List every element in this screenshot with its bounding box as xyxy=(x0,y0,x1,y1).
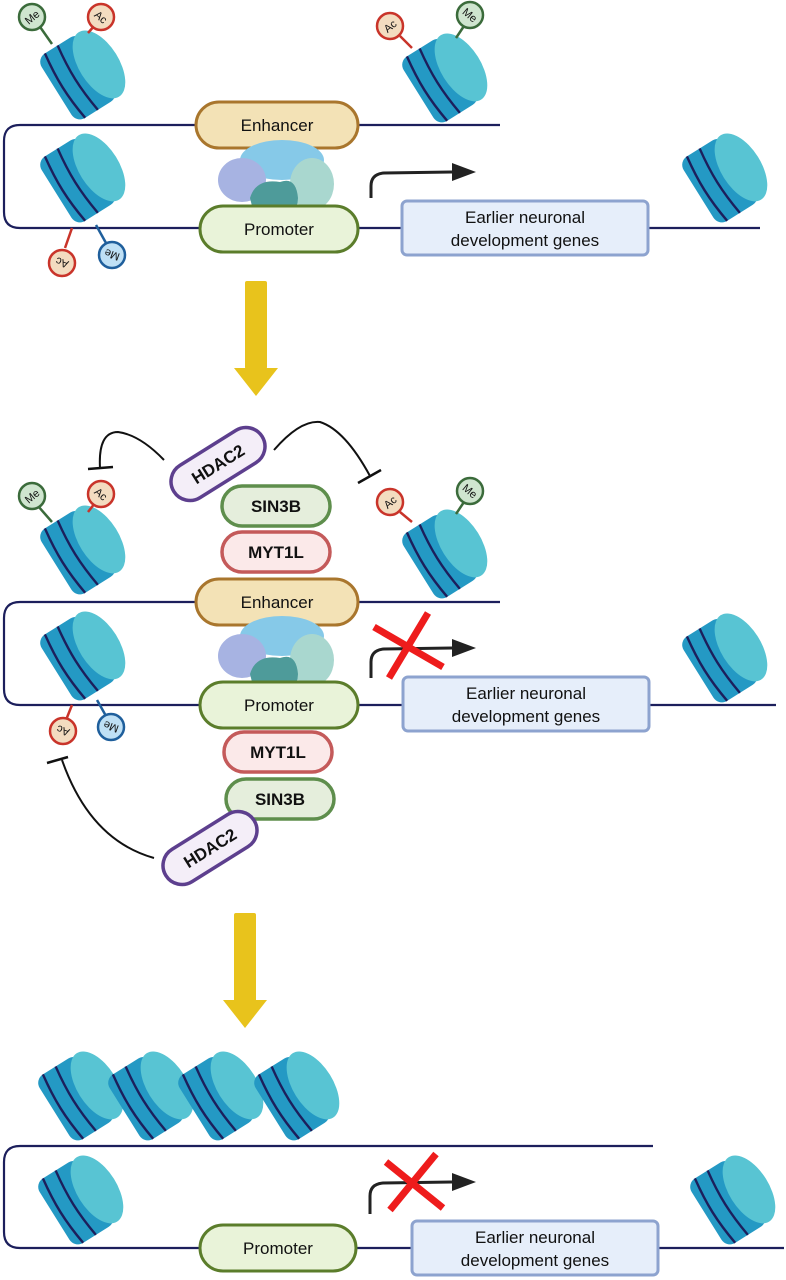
inhibition-arc xyxy=(273,420,382,485)
acetyl-mark: Ac xyxy=(375,487,413,523)
sin3b-protein: SIN3B xyxy=(224,777,336,821)
svg-text:development genes: development genes xyxy=(452,707,600,726)
nucleosome xyxy=(677,123,780,228)
nucleosome xyxy=(35,20,138,125)
transcription-arrow xyxy=(369,170,453,198)
svg-text:Me: Me xyxy=(102,718,120,735)
svg-text:Ac: Ac xyxy=(54,254,71,270)
nucleosome xyxy=(33,1145,136,1250)
acetyl-mark: Ac xyxy=(375,11,413,49)
hdac2-protein: HDAC2 xyxy=(161,809,259,887)
svg-text:Earlier neuronal: Earlier neuronal xyxy=(475,1228,595,1247)
gene-box: Earlier neuronal development genes xyxy=(410,1219,660,1277)
svg-text:development genes: development genes xyxy=(451,231,599,250)
svg-text:Ac: Ac xyxy=(55,722,72,738)
sin3b-protein: SIN3B xyxy=(220,484,332,528)
methyl-mark: Me xyxy=(454,476,485,515)
methyl-mark: Me xyxy=(454,0,485,39)
acetyl-mark: Ac xyxy=(86,479,116,513)
promoter-element: Promoter xyxy=(198,1223,358,1273)
arrowhead-icon xyxy=(452,639,476,657)
svg-text:Enhancer: Enhancer xyxy=(241,593,314,612)
svg-text:MYT1L: MYT1L xyxy=(250,743,306,762)
dna-strand xyxy=(2,600,776,707)
svg-text:Earlier neuronal: Earlier neuronal xyxy=(465,208,585,227)
panel-repressed: Promoter Earlier neuronal development ge… xyxy=(2,1041,786,1277)
block-x-icon xyxy=(383,1151,446,1213)
transition-arrow xyxy=(234,281,278,396)
svg-text:SIN3B: SIN3B xyxy=(255,790,305,809)
enhancer-element: Enhancer xyxy=(194,577,360,627)
nucleosome xyxy=(677,603,780,708)
methyl-mark: Me xyxy=(17,481,53,523)
arrowhead-icon xyxy=(452,163,476,181)
methyl-mark: Me xyxy=(95,699,126,742)
svg-text:development genes: development genes xyxy=(461,1251,609,1270)
promoter-element: Promoter xyxy=(198,204,360,254)
gene-box: Earlier neuronal development genes xyxy=(400,199,650,257)
nucleosome xyxy=(35,123,138,228)
methyl-mark: Me xyxy=(17,2,54,45)
transcription-complex xyxy=(218,140,334,221)
panel-repressing: Me Ac Ac Me Ac Me xyxy=(2,420,780,887)
nucleosome xyxy=(397,499,500,604)
svg-text:Promoter: Promoter xyxy=(244,220,314,239)
svg-text:Enhancer: Enhancer xyxy=(241,116,314,135)
myt1l-protein: MYT1L xyxy=(220,530,332,574)
gene-box: Earlier neuronal development genes xyxy=(401,675,651,733)
inhibition-arc xyxy=(87,430,165,471)
transcription-arrow xyxy=(368,1180,453,1214)
methyl-mark: Me xyxy=(94,224,127,270)
dna-strand xyxy=(2,1144,784,1250)
transcription-arrow xyxy=(369,646,453,678)
acetyl-mark: Ac xyxy=(86,2,116,34)
nucleosome xyxy=(685,1145,786,1250)
transition-arrow xyxy=(223,913,267,1028)
nucleosome xyxy=(35,601,138,706)
svg-text:MYT1L: MYT1L xyxy=(248,543,304,562)
svg-text:Me: Me xyxy=(103,246,121,263)
svg-text:Promoter: Promoter xyxy=(243,1239,313,1258)
nucleosome xyxy=(35,495,138,600)
svg-text:SIN3B: SIN3B xyxy=(251,497,301,516)
acetyl-mark: Ac xyxy=(47,227,77,278)
nucleosome xyxy=(397,23,500,128)
myt1l-protein: MYT1L xyxy=(222,730,334,774)
panel-active: Me Ac Ac Me Ac Me Enh xyxy=(2,0,780,278)
svg-text:Promoter: Promoter xyxy=(244,696,314,715)
acetyl-mark: Ac xyxy=(48,704,78,746)
nucleosome xyxy=(249,1041,352,1146)
dna-strand xyxy=(2,123,760,230)
inhibition-arc xyxy=(46,755,155,859)
promoter-element: Promoter xyxy=(198,680,360,730)
svg-text:Earlier neuronal: Earlier neuronal xyxy=(466,684,586,703)
block-x-icon xyxy=(372,611,445,680)
arrowhead-icon xyxy=(452,1173,476,1191)
